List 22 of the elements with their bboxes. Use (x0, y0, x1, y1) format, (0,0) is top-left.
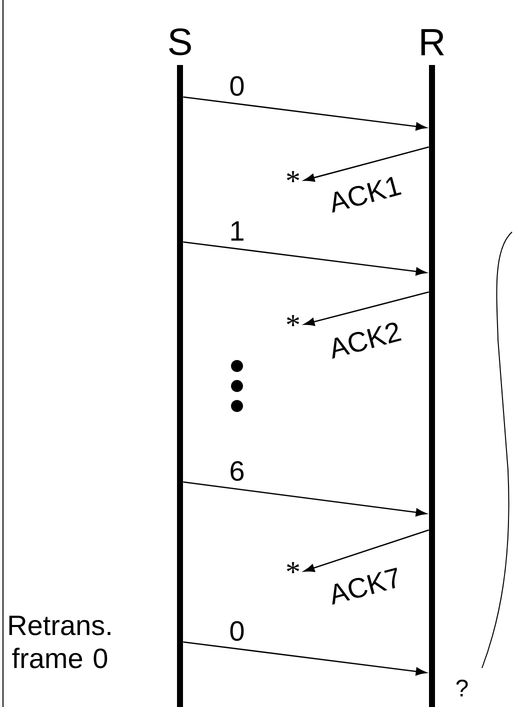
arrow (304, 146, 429, 182)
edge-label: ACK7 (326, 566, 404, 606)
asterisk-mark: * (286, 171, 300, 182)
arrow (183, 96, 427, 130)
edge-label: 0 (228, 75, 246, 97)
asterisk-mark: * (286, 315, 300, 326)
arrow (183, 481, 427, 516)
arrow (304, 291, 429, 326)
lifeline: S (169, 28, 191, 707)
arrow (183, 241, 427, 276)
lifeline: R (421, 29, 444, 707)
edge-label: 6 (228, 460, 246, 482)
note-text: Retrans. frame 0 (9, 616, 110, 668)
arrow (304, 529, 429, 572)
node-label: R (421, 29, 444, 56)
arrow (183, 641, 427, 676)
node-label: S (169, 28, 191, 56)
edge-label: 0 (228, 620, 246, 642)
edge-label: ACK1 (326, 174, 404, 214)
edge-label: ACK2 (326, 320, 404, 360)
asterisk-mark: * (286, 562, 300, 574)
edge-label: 1 (228, 220, 246, 242)
